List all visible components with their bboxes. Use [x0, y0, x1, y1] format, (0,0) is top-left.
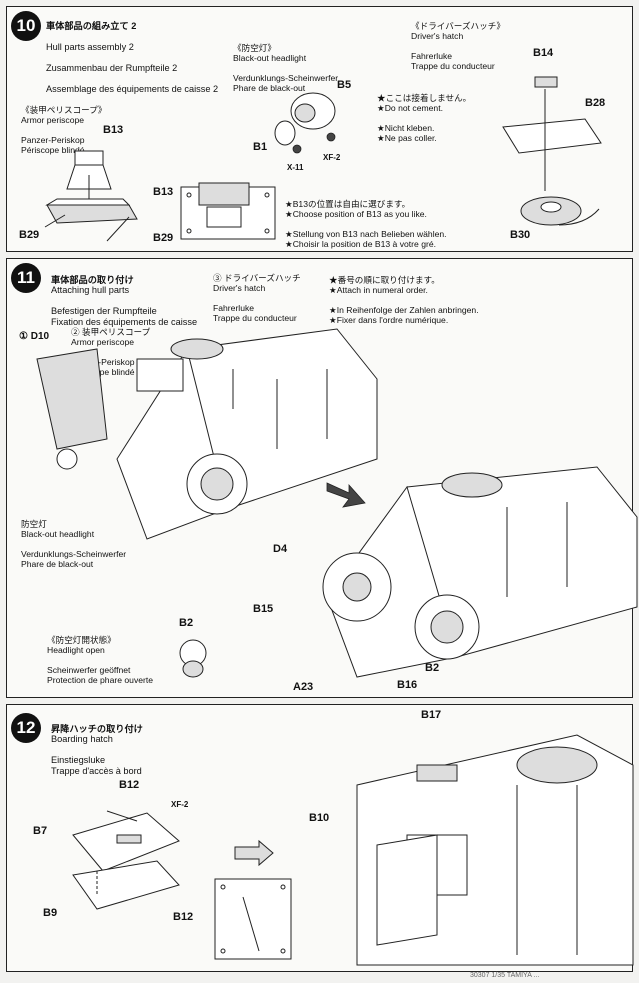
part-label-b28: B28 — [585, 97, 606, 109]
step-number: 12 — [11, 713, 41, 743]
part-label-b13: B13 — [103, 124, 124, 136]
periscope-drawing — [44, 150, 138, 242]
part-label-b12: B12 — [173, 911, 194, 923]
drivers-hatch-drawing — [502, 76, 602, 226]
step-number: 10 — [11, 11, 41, 41]
part-label-d4: D4 — [273, 543, 288, 555]
hull-before-drawing — [36, 328, 378, 540]
part-label-a23: A23 — [293, 681, 314, 693]
part-label-b15: B15 — [253, 603, 274, 615]
direction-arrow — [234, 839, 274, 867]
hull-after-drawing — [322, 466, 638, 678]
part-label-b9: B9 — [43, 907, 58, 919]
no-cement-note: ★ここは接着しません。★Do not cement. ★Nicht kleben… — [377, 93, 472, 143]
blackout-headlight-drawing — [274, 92, 336, 154]
b13-position-drawing — [180, 182, 276, 240]
part-label-b30: B30 — [510, 229, 531, 241]
part-label-b16: B16 — [397, 679, 418, 691]
assembly-arrow — [326, 482, 366, 508]
part-label-b2: B2 — [179, 617, 194, 629]
periscope-caption: 《装甲ペリスコープ》Armor periscope Panzer-Perisko… — [21, 105, 107, 155]
step-number: 11 — [11, 263, 41, 293]
paint-label-xf2: XF-2 — [323, 153, 341, 162]
paint-label-xf2: XF-2 — [171, 800, 189, 809]
headlight-open-drawing — [179, 639, 207, 678]
hull-rear-drawing — [356, 734, 634, 966]
part-label-b29: B29 — [19, 229, 40, 241]
headlight-open-caption: 《防空灯開状態》Headlight open Scheinwerfer geöf… — [47, 635, 154, 685]
boarding-hatch-drawing — [72, 810, 180, 910]
part-label-b10: B10 — [309, 812, 330, 824]
step-10-panel: 10 車体部品の組み立て 2 Hull parts assembly 2 Zus… — [6, 6, 633, 252]
part-label-b12: B12 — [119, 779, 140, 791]
paint-label-x11: X-11 — [287, 163, 304, 172]
part-label-b5: B5 — [337, 79, 352, 91]
part-label-b29: B29 — [153, 232, 174, 244]
part-label-d10: ① D10 — [19, 331, 50, 342]
part-label-b17: B17 — [421, 709, 442, 721]
numeric-order-note: ★番号の順に取り付けます。★Attach in numeral order. ★… — [329, 275, 479, 325]
part-label-b7: B7 — [33, 825, 48, 837]
blackout-caption: 《防空灯》Black-out headlight Verdunklungs-Sc… — [233, 43, 339, 93]
page-footer: 30307 1/35 TAMIYA ... — [470, 972, 540, 979]
part-label-b1: B1 — [253, 141, 268, 153]
b13-position-note: ★B13の位置は自由に選びます。★Choose position of B13 … — [285, 199, 447, 249]
step-title: 車体部品の組み立て 2 Hull parts assembly 2 Zusamm… — [46, 20, 219, 95]
hatch-detail-drawing — [214, 878, 292, 960]
part-label-b2: B2 — [425, 662, 440, 674]
part-label-b14: B14 — [533, 47, 554, 59]
part-label-b13: B13 — [153, 186, 174, 198]
